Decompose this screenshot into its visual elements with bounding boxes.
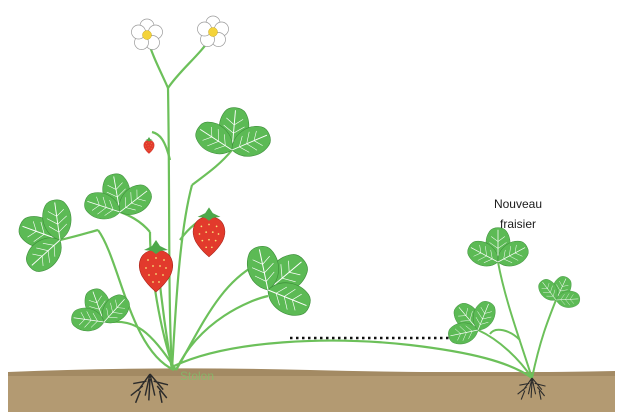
flower-bud (144, 137, 155, 154)
new-leaf-right (530, 267, 589, 317)
new-plant-label: Nouveau fraisier (478, 194, 558, 234)
new-leaf-left (434, 286, 508, 358)
new-plant-label-line2: fraisier (478, 214, 558, 234)
leaf-left (6, 186, 87, 284)
leaf-upper-right (189, 104, 278, 166)
soil (8, 368, 615, 412)
strawberry-left (139, 240, 172, 292)
leaf-mid-left (76, 167, 160, 229)
leaf-lower-right (228, 225, 334, 335)
strawberry-right (193, 207, 225, 256)
leaf-lower-left (60, 278, 140, 343)
new-plant-label-line1: Nouveau (478, 194, 558, 214)
flower-2 (198, 16, 229, 47)
flower-1 (132, 19, 163, 50)
stolon-watermark: Stolon (180, 369, 214, 383)
mother-plant (6, 16, 334, 403)
